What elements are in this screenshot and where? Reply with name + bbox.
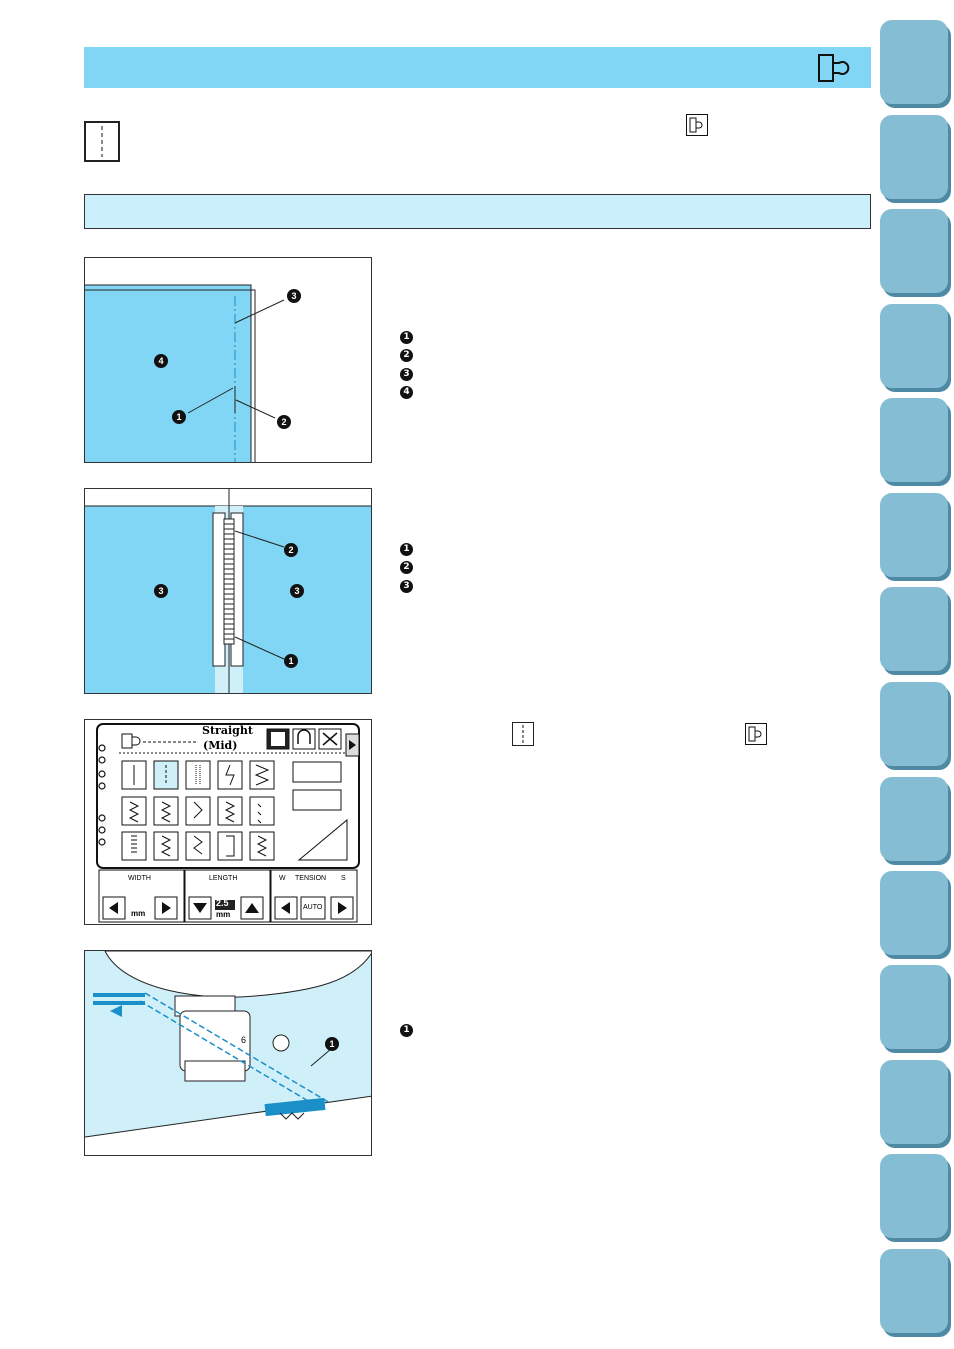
legend-2: 2: [400, 349, 413, 362]
chapter-tab-5[interactable]: [880, 398, 948, 482]
figure-zipper-placement: [84, 488, 372, 694]
lcd-length-value: 2.5: [216, 898, 229, 908]
legend-1: 1: [400, 331, 413, 344]
lcd-pattern-variant: (Mid): [203, 739, 238, 752]
chapter-tab-13[interactable]: [880, 1154, 948, 1238]
marker-1: 1: [284, 654, 298, 668]
chapter-tab-7[interactable]: [880, 587, 948, 671]
legend-1: 1: [400, 1024, 413, 1037]
chapter-tab-9[interactable]: [880, 777, 948, 861]
lcd-tension-label: TENSION: [295, 875, 327, 882]
section-header-bar: [84, 47, 871, 88]
marker-3: 3: [287, 289, 301, 303]
chapter-tab-11[interactable]: [880, 965, 948, 1049]
zipper-foot-key-icon: [686, 114, 708, 136]
chapter-tab-2[interactable]: [880, 115, 948, 199]
lcd-length-label: LENGTH: [209, 875, 238, 882]
marker-2: 2: [284, 543, 298, 557]
marker-2: 2: [277, 415, 291, 429]
marker-3-right: 3: [290, 584, 304, 598]
chapter-tab-8[interactable]: [880, 682, 948, 766]
chapter-tab-10[interactable]: [880, 871, 948, 955]
chapter-tab-6[interactable]: [880, 493, 948, 577]
chapter-tab-3[interactable]: [880, 209, 948, 293]
lcd-width-unit: mm: [131, 909, 146, 918]
lcd-length-unit: mm: [216, 910, 231, 919]
legend-4: 4: [400, 386, 413, 399]
zipper-foot-icon: [818, 54, 850, 82]
legend-3: 3: [400, 368, 413, 381]
figure-basting-seam: [84, 257, 372, 463]
zipper-foot-key-icon: [745, 723, 767, 745]
straight-stitch-icon: [84, 121, 120, 162]
lcd-tension-s: S: [341, 875, 346, 882]
legend-2: 2: [400, 561, 413, 574]
lcd-tension-w: W: [279, 875, 286, 882]
chapter-tab-4[interactable]: [880, 304, 948, 388]
marker-1: 1: [172, 410, 186, 424]
marker-3-left: 3: [154, 584, 168, 598]
marker-1: 1: [325, 1037, 339, 1051]
chapter-tab-1[interactable]: [880, 20, 948, 104]
subsection-bar: [84, 194, 871, 229]
lcd-screen-graphic: [96, 723, 360, 923]
marker-4: 4: [154, 354, 168, 368]
figure-sewing-zipper: 6: [84, 950, 372, 1156]
legend-1: 1: [400, 543, 413, 556]
figure-lcd-screen: Straight (Mid) WIDTH LENGTH W TENSION S …: [84, 719, 372, 925]
straight-stitch-small-icon: [512, 722, 534, 746]
foot-number: 6: [241, 1035, 247, 1045]
legend-3: 3: [400, 580, 413, 593]
chapter-tab-12[interactable]: [880, 1060, 948, 1144]
lcd-pattern-name: Straight: [202, 724, 253, 737]
lcd-auto-button: AUTO: [303, 904, 323, 911]
chapter-tab-14[interactable]: [880, 1249, 948, 1333]
lcd-width-label: WIDTH: [128, 875, 151, 882]
